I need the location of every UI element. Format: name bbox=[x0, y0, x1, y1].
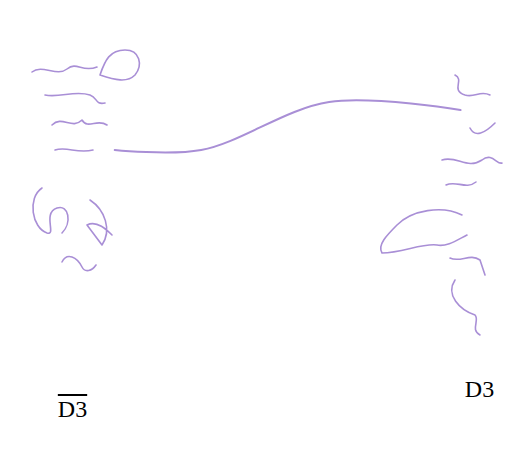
string-loop bbox=[33, 188, 68, 233]
brane-sheet bbox=[15, 8, 130, 355]
string-loop bbox=[446, 182, 476, 185]
string-loop bbox=[381, 210, 467, 253]
open-string bbox=[115, 100, 461, 152]
right-brane-strings bbox=[381, 75, 502, 335]
string-loop bbox=[32, 66, 97, 72]
brane-label: D3 bbox=[465, 375, 494, 404]
brane-sheet bbox=[437, 20, 522, 387]
string-loop bbox=[450, 257, 485, 275]
brane-sheet bbox=[437, 20, 522, 387]
string-loop bbox=[55, 149, 93, 151]
string-loop bbox=[87, 200, 112, 245]
d-brane: D3 bbox=[437, 20, 522, 387]
string-loop bbox=[470, 123, 495, 133]
string-loop bbox=[100, 50, 139, 80]
string-loop bbox=[442, 157, 502, 163]
string-loop bbox=[52, 120, 107, 125]
d-brane: D3 bbox=[15, 8, 130, 355]
brane-sheet bbox=[15, 8, 130, 355]
string-loop bbox=[62, 257, 96, 271]
left-brane-strings bbox=[32, 50, 139, 271]
string-loop bbox=[455, 75, 490, 96]
brane-label: D3 bbox=[58, 395, 87, 424]
string-loop bbox=[45, 93, 105, 103]
string-loop bbox=[452, 280, 480, 335]
